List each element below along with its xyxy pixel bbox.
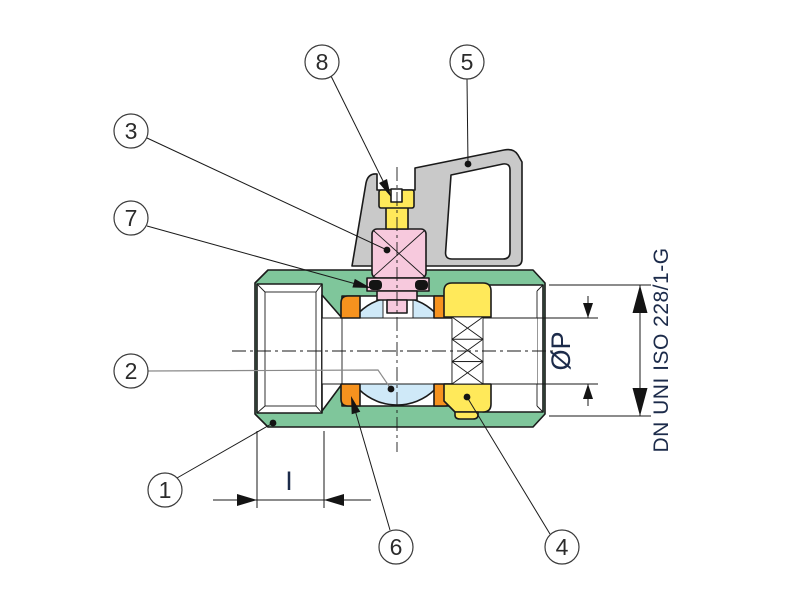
left-port	[256, 283, 323, 414]
callout-1	[147, 472, 183, 508]
dimension-OP: ØP	[546, 296, 593, 406]
callout-2	[113, 353, 149, 389]
callout-3	[113, 113, 149, 149]
screw-slot	[390, 188, 403, 203]
insert-top-block	[443, 282, 492, 318]
callout-7	[113, 200, 149, 236]
svg-text:6: 6	[390, 534, 403, 560]
seat-top-left	[340, 295, 361, 319]
svg-text:2: 2	[125, 358, 138, 384]
callout-6	[378, 529, 414, 565]
svg-text:8: 8	[316, 49, 329, 75]
svg-text:4: 4	[556, 534, 569, 560]
seat-bottom-left	[340, 383, 361, 407]
svg-text:5: 5	[461, 49, 474, 75]
svg-text:3: 3	[125, 118, 138, 144]
callout-5	[449, 44, 485, 80]
dimension-thread: DN UNI ISO 228/1-G	[549, 247, 673, 453]
o-ring-right	[415, 280, 428, 290]
callout-4	[544, 529, 580, 565]
thread-standard-label: DN UNI ISO 228/1-G	[650, 247, 673, 452]
dimension-OP-label: ØP	[546, 331, 576, 370]
insert-foot	[454, 411, 479, 420]
svg-text:1: 1	[159, 477, 172, 503]
callouts: 1 2 3 4 5 6 7 8	[113, 44, 580, 565]
bore-band	[322, 318, 537, 384]
dimension-I: I	[213, 431, 371, 508]
callout-8	[304, 44, 340, 80]
svg-text:7: 7	[125, 205, 138, 231]
handle-cutout	[444, 163, 511, 260]
dimension-I-label: I	[285, 466, 293, 496]
o-ring-left	[369, 280, 382, 290]
thread-symbol	[451, 316, 484, 385]
